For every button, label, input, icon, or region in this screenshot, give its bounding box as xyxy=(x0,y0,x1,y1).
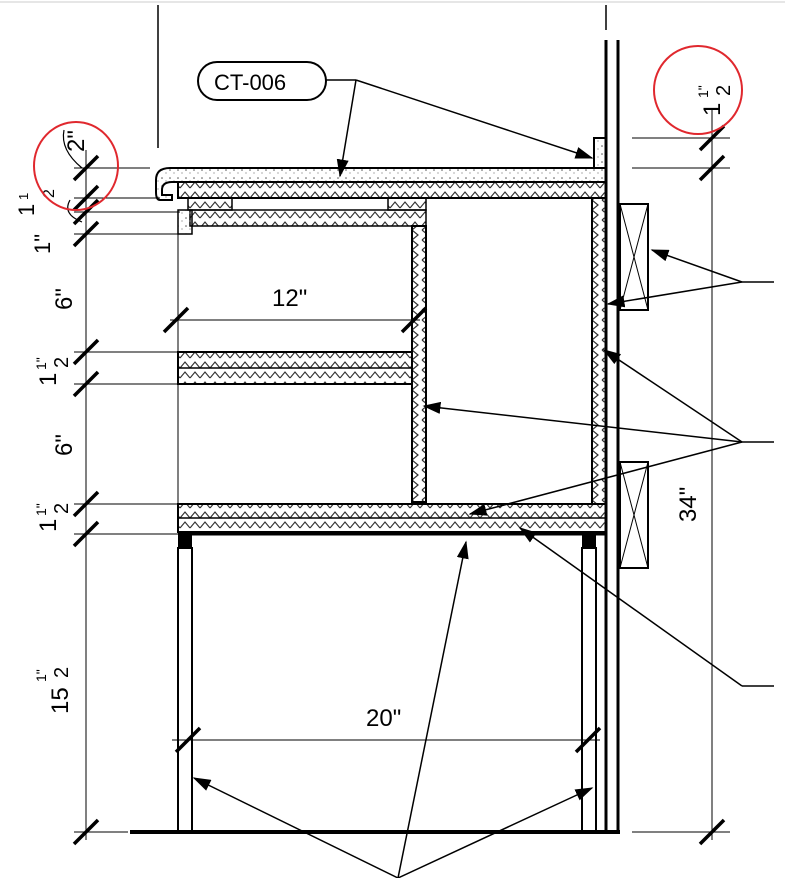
support-block-right xyxy=(582,534,596,548)
dim-top-thickness-frac-num: 1 xyxy=(16,193,31,200)
dim-bottom-thickness-whole: 1 xyxy=(35,519,62,532)
dim-top-thickness-whole: 1 xyxy=(14,204,39,216)
backsplash xyxy=(593,137,607,169)
highlight-circle-radius xyxy=(33,121,119,211)
countertop xyxy=(155,167,607,201)
left-dim-ticks xyxy=(72,154,100,846)
dim-top-thickness-frac-den: 2 xyxy=(41,189,58,198)
leader-blocking-1 xyxy=(650,249,743,283)
back-panel xyxy=(591,197,607,505)
wall-blocking-lower-x2 xyxy=(619,461,649,569)
callout-tag: CT-006 xyxy=(214,70,286,95)
dim-drawer-gap: 6" xyxy=(51,288,78,310)
support-block-left xyxy=(178,534,192,548)
dim-radius: 2" xyxy=(63,130,90,152)
leg-right xyxy=(581,547,597,833)
dim-leg-height-whole: 15 xyxy=(47,687,74,714)
dim-leg-height-frac-den: 2 xyxy=(51,667,73,678)
drawer-rail-right xyxy=(387,197,427,211)
callout-arrow-countertop xyxy=(336,79,357,178)
dim-tick-12-right xyxy=(400,306,428,334)
callout-tag-box xyxy=(197,61,327,101)
leader-panels-back xyxy=(602,349,743,443)
callout-arrow-backsplash xyxy=(355,79,594,159)
vertical-divider xyxy=(411,225,427,503)
leader-legs-2 xyxy=(397,540,469,878)
dim-leg-height-frac-num: 1" xyxy=(33,669,49,682)
dim-backsplash-frac-num: 1" xyxy=(695,85,711,98)
dim-overall-height: 34" xyxy=(675,487,702,522)
leader-apron xyxy=(518,527,743,687)
dim-shelf-gap: 6" xyxy=(51,434,78,456)
right-tick-counter xyxy=(698,154,726,182)
dim-tick-20-right xyxy=(574,726,602,754)
drawer-rail-upper xyxy=(187,197,233,211)
dim-width-upper: 12" xyxy=(272,285,307,312)
highlight-circle-backsplash xyxy=(653,45,743,135)
dim-bottom-thickness-frac-den: 2 xyxy=(51,503,73,514)
dim-shelf-thickness-whole: 1 xyxy=(35,373,62,386)
small-radius-arc xyxy=(67,199,83,223)
leader-panels-shelf xyxy=(468,441,743,516)
leader-legs-3 xyxy=(397,787,594,878)
wall-blocking-lower xyxy=(619,461,649,569)
right-tick-floor xyxy=(698,818,726,846)
right-tick-top xyxy=(698,124,726,152)
dim-backsplash-whole: 1 xyxy=(699,103,726,116)
leader-panels-divider xyxy=(422,401,743,443)
dim-backsplash-frac-den: 2 xyxy=(713,85,735,96)
wall-blocking-upper xyxy=(619,203,649,311)
dim-shelf-thickness-frac-num: 1" xyxy=(33,357,49,370)
dim-tick-12-left xyxy=(162,306,190,334)
top-panel xyxy=(177,181,607,199)
dim-small-thickness: 1" xyxy=(30,234,55,254)
drawer-bottom-panel xyxy=(189,209,427,227)
drawer-front-edge xyxy=(177,209,193,235)
leader-blocking-2 xyxy=(606,281,743,308)
dim-shelf-thickness-frac-den: 2 xyxy=(51,357,73,368)
leader-legs-1 xyxy=(192,777,399,878)
dim-bottom-thickness-frac-num: 1" xyxy=(33,503,49,516)
radius-arc xyxy=(62,129,83,169)
wall-blocking-upper-x2 xyxy=(619,203,649,311)
leg-left xyxy=(177,547,193,833)
dim-tick-20-left xyxy=(174,726,202,754)
dim-width-lower: 20" xyxy=(366,705,401,732)
